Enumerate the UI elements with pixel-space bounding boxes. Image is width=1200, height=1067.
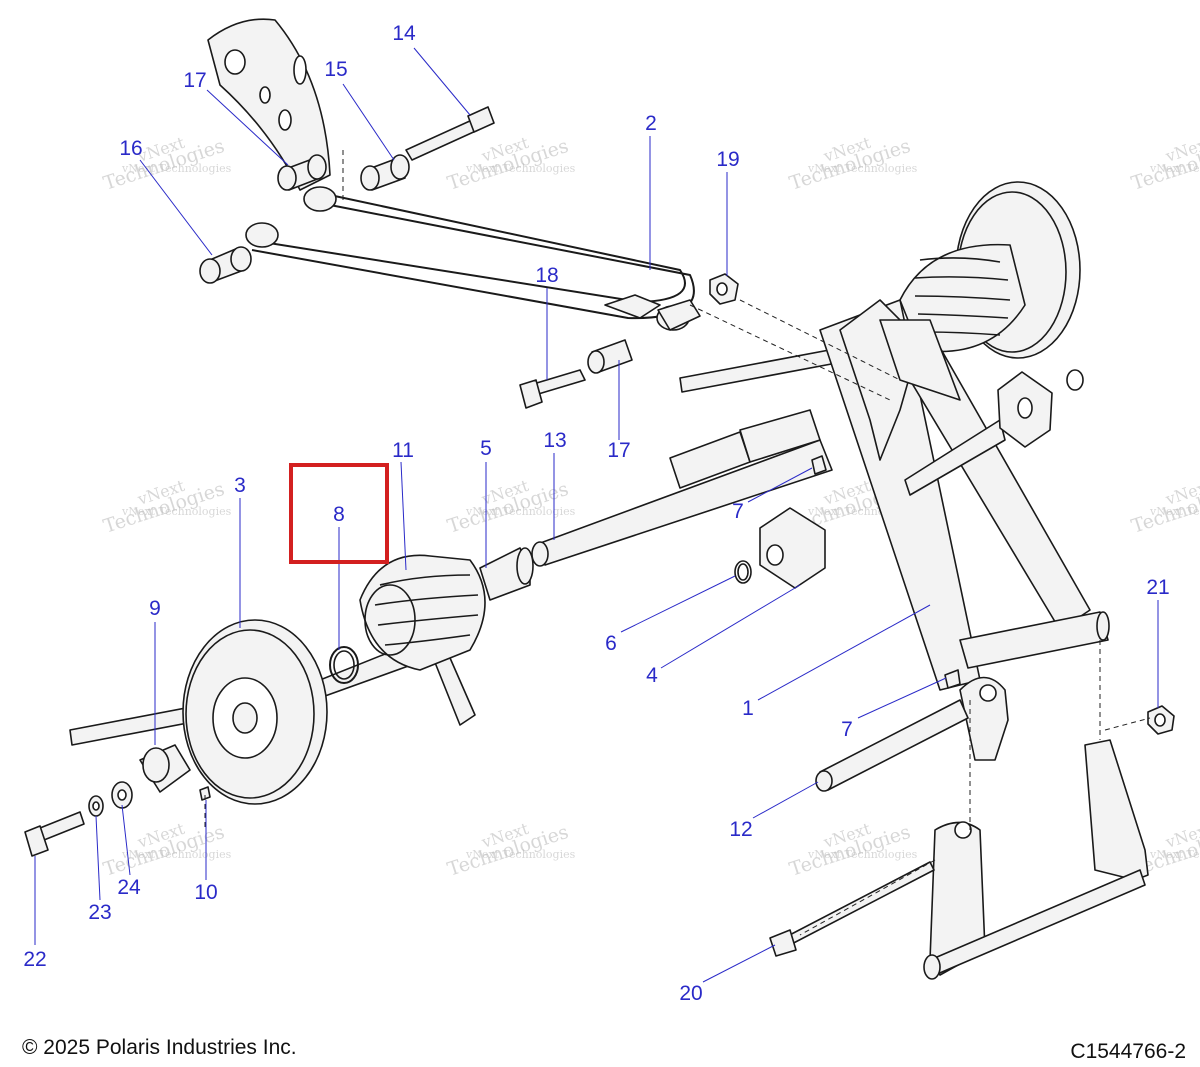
main-shaft	[531, 409, 833, 567]
nut-19	[709, 273, 739, 305]
callout-20[interactable]: 20	[679, 982, 702, 1005]
callout-leader-lines	[34, 47, 1159, 983]
callout-15[interactable]: 15	[324, 58, 347, 81]
callout-8[interactable]: 8	[333, 503, 345, 526]
bolt-14	[405, 106, 495, 161]
callout-10[interactable]: 10	[194, 881, 217, 904]
callout-2[interactable]: 2	[645, 112, 657, 135]
callout-24[interactable]: 24	[117, 876, 141, 899]
callout-7-lower[interactable]: 7	[841, 718, 853, 741]
copyright-notice: © 2025 Polaris Industries Inc.	[22, 1036, 297, 1059]
nut-21	[1147, 705, 1175, 735]
bolt-18	[519, 369, 586, 409]
callout-23[interactable]: 23	[88, 901, 111, 924]
o-ring-8	[329, 646, 359, 684]
bushing-16	[199, 246, 252, 284]
washer-24	[111, 781, 133, 809]
spring-block-4	[759, 371, 1053, 589]
alignment-lines	[204, 150, 1151, 936]
callout-labels: 14 15 17 16 2 19 18 17 11 5 13 3 8 7 9 6…	[23, 22, 1169, 1005]
diagram-id: C1544766-2	[1070, 1040, 1186, 1063]
callout-11[interactable]: 11	[392, 439, 414, 462]
callout-4[interactable]: 4	[646, 664, 658, 687]
washer-23	[88, 795, 104, 817]
callout-3[interactable]: 3	[234, 474, 246, 497]
pivot-bracket	[959, 676, 1009, 761]
callout-7[interactable]: 7	[732, 500, 744, 523]
callout-9[interactable]: 9	[149, 597, 161, 620]
callout-12[interactable]: 12	[729, 818, 752, 841]
bushing-15	[360, 154, 410, 191]
front-spring-11	[294, 554, 486, 726]
upper-bracket-part	[207, 18, 331, 191]
callout-13[interactable]: 13	[543, 429, 566, 452]
callout-17-lower[interactable]: 17	[607, 439, 630, 462]
bolt-20	[769, 861, 935, 957]
left-wheel-3	[69, 619, 328, 805]
ring-6	[734, 369, 1084, 584]
pin-10	[199, 786, 211, 801]
callout-5[interactable]: 5	[480, 437, 492, 460]
callout-17[interactable]: 17	[183, 69, 206, 92]
bolt-22	[24, 811, 85, 857]
upper-arm-part	[245, 186, 701, 331]
shaft-12	[815, 699, 969, 792]
callout-14[interactable]: 14	[392, 22, 416, 45]
callout-16[interactable]: 16	[119, 137, 142, 160]
grease-fitting-7	[811, 455, 961, 689]
parts-drawing	[24, 18, 1175, 980]
callout-1[interactable]: 1	[742, 697, 754, 720]
callout-21[interactable]: 21	[1146, 576, 1169, 599]
highlight-box	[289, 463, 389, 564]
callout-19[interactable]: 19	[716, 148, 739, 171]
sleeve-5	[479, 547, 534, 601]
spacer-17	[587, 339, 633, 374]
hub-9	[139, 744, 191, 793]
callout-22[interactable]: 22	[23, 948, 46, 971]
lower-rear-bracket	[923, 739, 1149, 980]
callout-6[interactable]: 6	[605, 632, 617, 655]
main-frame	[819, 299, 1110, 691]
bushing-17-top	[277, 154, 327, 191]
callout-18[interactable]: 18	[535, 264, 558, 287]
